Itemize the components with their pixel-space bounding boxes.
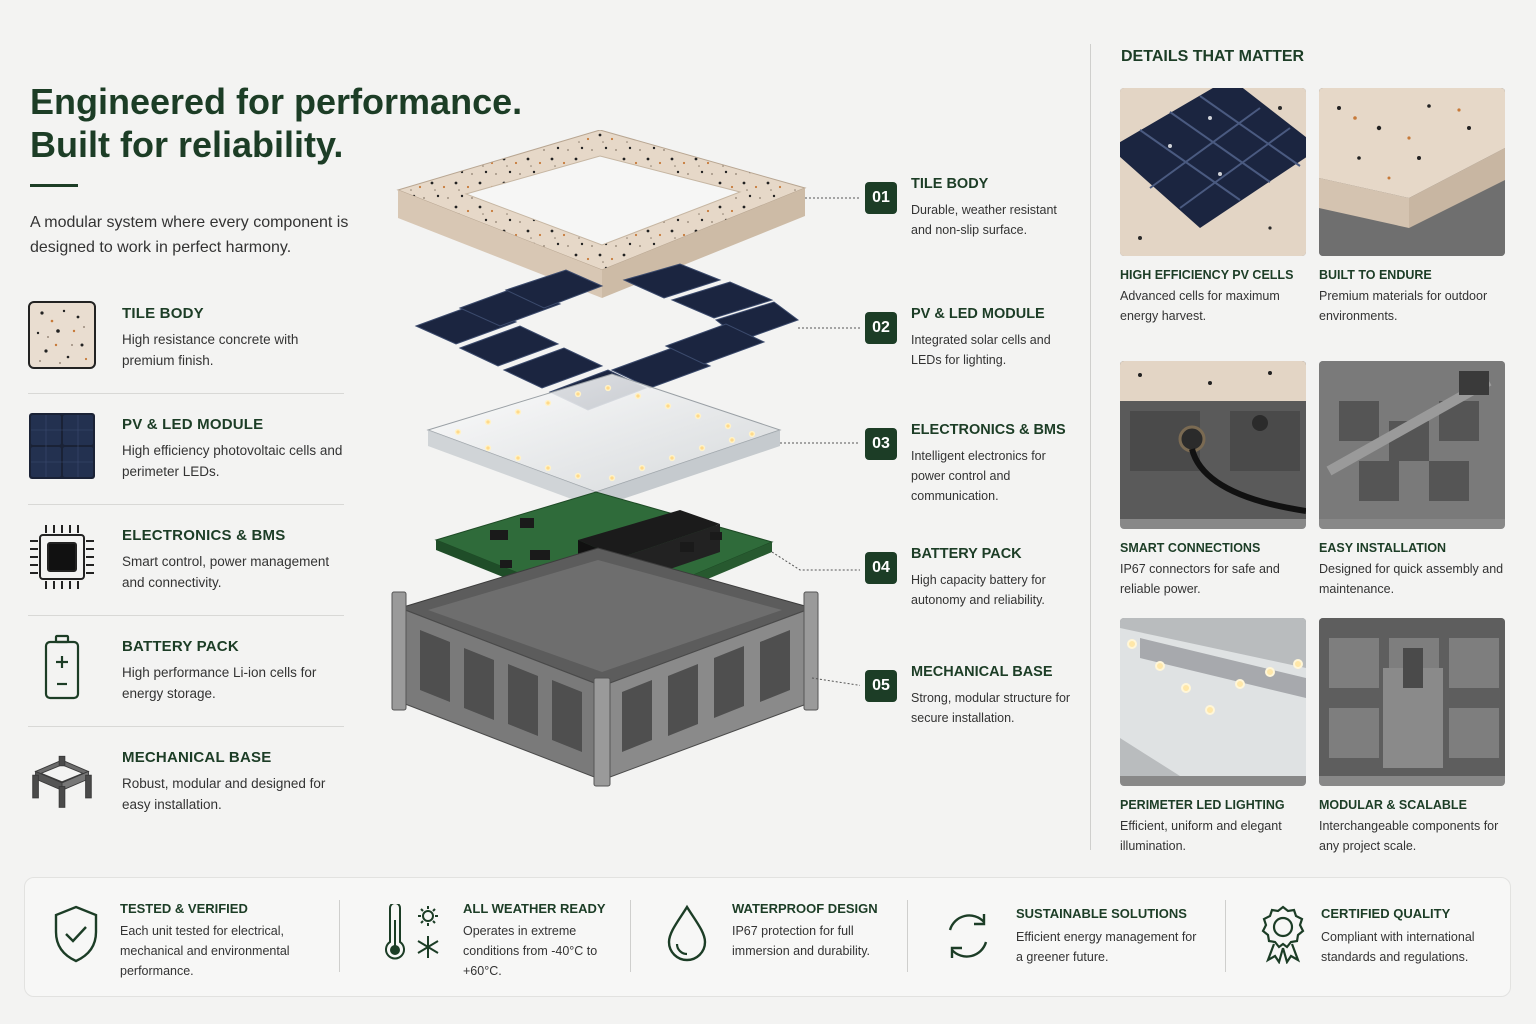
feature-separator [339,900,340,972]
battery-icon [28,634,96,702]
recycle-arrows-icon [940,908,996,969]
led-diffuser-layer [426,373,782,508]
callout-desc: Durable, weather resistant and non-slip … [911,203,1057,237]
detail-card-easy-installation: EASY INSTALLATION Designed for quick ass… [1319,361,1507,599]
component-title: PV & LED MODULE [122,416,264,433]
callout-desc: Integrated solar cells and LEDs for ligh… [911,333,1051,367]
feature-certified: CERTIFIED QUALITY Compliant with interna… [1226,878,1510,998]
modular-base-photo [1319,618,1505,786]
detail-title: SMART CONNECTIONS [1120,541,1261,555]
callout-title: BATTERY PACK [911,546,1022,562]
detail-title: MODULAR & SCALABLE [1319,798,1467,812]
feature-desc: IP67 protection for full immersion and d… [732,924,871,958]
callout-title: MECHANICAL BASE [911,664,1053,680]
feature-separator [1225,900,1226,972]
base-frame-icon [28,745,96,813]
callout-desc: Strong, modular structure for secure ins… [911,691,1071,725]
detail-card-built-to-endure: BUILT TO ENDURE Premium materials for ou… [1319,88,1507,326]
detail-card-led-lighting: PERIMETER LED LIGHTING Efficient, unifor… [1120,618,1308,856]
component-desc: Robust, modular and designed for easy in… [122,776,326,812]
detail-desc: IP67 connectors for safe and reliable po… [1120,562,1280,596]
tile-texture-icon [28,301,96,369]
component-title: ELECTRONICS & BMS [122,527,286,544]
feature-separator [907,900,908,972]
title-line-2: Built for reliability. [30,124,344,165]
detail-title: EASY INSTALLATION [1319,541,1447,555]
feature-title: ALL WEATHER READY [463,901,606,916]
detail-title: HIGH EFFICIENCY PV CELLS [1120,268,1294,282]
component-item-base: MECHANICAL BASE Robust, modular and desi… [28,727,344,838]
feature-desc: Each unit tested for electrical, mechani… [120,924,290,978]
detail-title: BUILT TO ENDURE [1319,268,1432,282]
shield-check-icon [51,904,101,969]
callout-number-badge: 01 [865,182,897,214]
component-desc: High performance Li-ion cells for energy… [122,665,317,701]
component-list: TILE BODY High resistance concrete with … [28,283,344,838]
callout-number-badge: 04 [865,552,897,584]
award-rosette-icon [1258,904,1308,969]
water-drop-icon [665,904,709,969]
feature-title: WATERPROOF DESIGN [732,901,878,916]
callout-desc: Intelligent electronics for power contro… [911,449,1046,503]
callout-list: 01 TILE BODY Durable, weather resistant … [865,0,1085,860]
feature-waterproof: WATERPROOF DESIGN IP67 protection for fu… [631,878,907,998]
leader-lines [771,197,860,686]
title-underline [30,184,78,187]
detail-title: PERIMETER LED LIGHTING [1120,798,1285,812]
callout-number-badge: 05 [865,670,897,702]
component-desc: Smart control, power management and conn… [122,554,330,590]
feature-separator [630,900,631,972]
detail-desc: Interchangeable components for any proje… [1319,819,1499,853]
concrete-edge-photo [1319,88,1505,256]
base-assembly-photo [1319,361,1505,529]
detail-desc: Designed for quick assembly and maintena… [1319,562,1504,596]
detail-desc: Efficient, uniform and elegant illuminat… [1120,819,1282,853]
detail-card-smart-connections: SMART CONNECTIONS IP67 connectors for sa… [1120,361,1308,599]
chip-icon [28,523,96,591]
feature-title: TESTED & VERIFIED [120,901,248,916]
feature-desc: Efficient energy management for a greene… [1016,930,1197,964]
feature-title: SUSTAINABLE SOLUTIONS [1016,906,1187,921]
component-item-battery: BATTERY PACK High performance Li-ion cel… [28,616,344,727]
led-edge-photo [1120,618,1306,786]
callout-title: PV & LED MODULE [911,306,1045,322]
page-subtitle: A modular system where every component i… [30,214,349,256]
solar-panel-icon [28,412,96,480]
thermometer-weather-icon [378,902,444,969]
feature-sustainable: SUSTAINABLE SOLUTIONS Efficient energy m… [908,878,1225,998]
feature-bar: TESTED & VERIFIED Each unit tested for e… [24,877,1511,997]
component-title: BATTERY PACK [122,638,239,655]
component-item-tile-body: TILE BODY High resistance concrete with … [28,283,344,394]
component-desc: High efficiency photovoltaic cells and p… [122,443,343,479]
callout-desc: High capacity battery for autonomy and r… [911,573,1046,607]
component-item-electronics: ELECTRONICS & BMS Smart control, power m… [28,505,344,616]
tile-body-layer [396,130,807,298]
callout-number-badge: 03 [865,428,897,460]
feature-desc: Operates in extreme conditions from -40°… [463,924,598,978]
connectors-photo [1120,361,1306,529]
detail-desc: Advanced cells for maximum energy harves… [1120,289,1280,323]
page-title: Engineered for performance. Built for re… [30,80,550,166]
component-desc: High resistance concrete with premium fi… [122,332,299,368]
feature-all-weather: ALL WEATHER READY Operates in extreme co… [340,878,630,998]
mechanical-base-layer [391,547,819,787]
component-title: TILE BODY [122,305,204,322]
title-line-1: Engineered for performance. [30,81,523,122]
detail-desc: Premium materials for outdoor environmen… [1319,289,1488,323]
feature-title: CERTIFIED QUALITY [1321,906,1451,921]
callout-title: ELECTRONICS & BMS [911,422,1066,438]
component-item-pv-led: PV & LED MODULE High efficiency photovol… [28,394,344,505]
callout-number-badge: 02 [865,312,897,344]
column-divider [1090,44,1091,850]
details-heading: DETAILS THAT MATTER [1121,48,1305,65]
detail-card-pv-cells: HIGH EFFICIENCY PV CELLS Advanced cells … [1120,88,1308,326]
callout-title: TILE BODY [911,176,989,192]
pv-cells-photo [1120,88,1306,256]
component-title: MECHANICAL BASE [122,749,272,766]
feature-tested-verified: TESTED & VERIFIED Each unit tested for e… [25,878,339,998]
detail-card-modular-scalable: MODULAR & SCALABLE Interchangeable compo… [1319,618,1507,856]
exploded-view-illustration [391,130,860,787]
feature-desc: Compliant with international standards a… [1321,930,1475,964]
